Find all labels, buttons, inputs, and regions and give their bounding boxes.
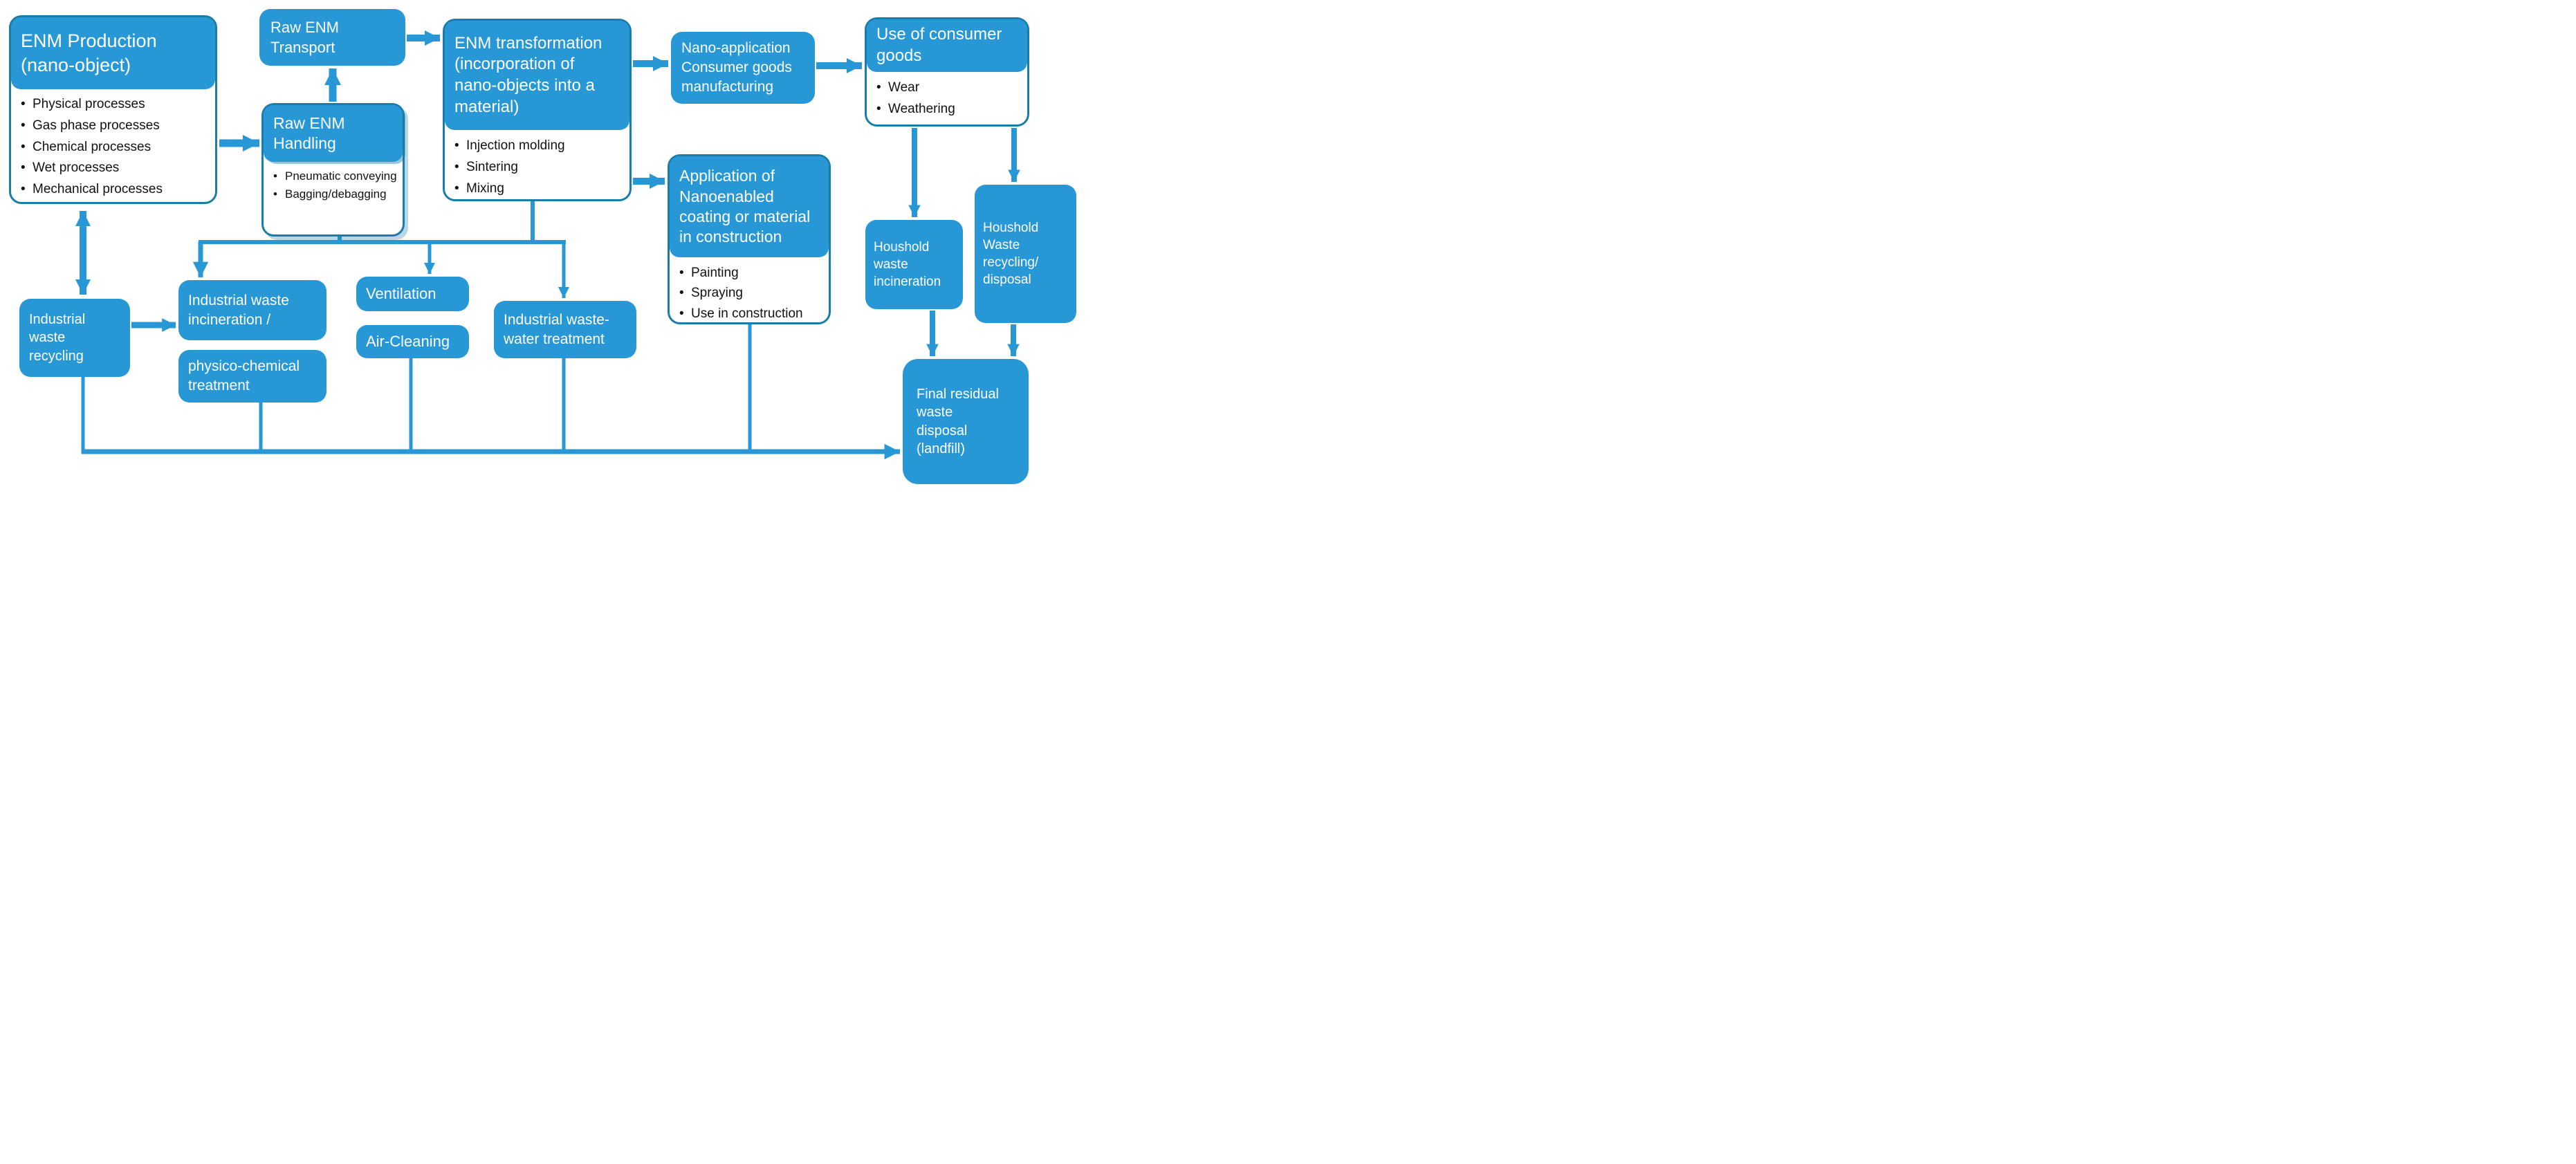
bullet-item: Gas phase processes: [19, 116, 210, 137]
node-nano-application-manufacturing: Nano-application Consumer goods manufact…: [671, 32, 815, 104]
node-raw-enm-handling-bullets: Pneumatic conveying Bagging/debagging: [264, 167, 403, 203]
bullet-item: Physical processes: [19, 94, 210, 116]
bullet-item: Painting: [678, 263, 823, 284]
bullet-item: Wet processes: [19, 158, 210, 179]
node-air-cleaning-title: Air-Cleaning: [366, 333, 450, 351]
node-raw-enm-handling: Raw ENM Handling Pneumatic conveying Bag…: [261, 103, 405, 237]
node-industrial-waste-recycling-title: Industrial waste recycling: [29, 311, 86, 364]
node-houshold-waste-incineration: Houshold waste incineration: [865, 220, 963, 309]
node-enm-production-bullets: Physical processes Gas phase processes C…: [11, 94, 215, 201]
node-houshold-recycling-title: Houshold Waste recycling/ disposal: [983, 220, 1039, 288]
node-physico-chemical-treatment: physico-chemical treatment: [178, 350, 326, 403]
node-enm-production-title: ENM Production (nano-object): [11, 17, 215, 89]
bullet-item: Weathering: [875, 99, 1022, 120]
node-enm-production: ENM Production (nano-object) Physical pr…: [9, 15, 217, 204]
node-houshold-waste-recycling-disposal: Houshold Waste recycling/ disposal: [975, 185, 1076, 323]
node-houshold-incineration-title: Houshold waste incineration: [874, 239, 941, 290]
node-ventilation-title: Ventilation: [366, 285, 436, 303]
node-raw-enm-transport-title: Raw ENM Transport: [270, 18, 340, 56]
node-air-cleaning: Air-Cleaning: [356, 325, 469, 358]
node-enm-transformation: ENM transformation (incorporation of nan…: [443, 19, 632, 201]
bullet-item: Use in construction: [678, 304, 823, 324]
bullet-item: Mechanical processes: [19, 179, 210, 201]
node-enm-transformation-bullets: Injection molding Sintering Mixing: [445, 136, 629, 199]
node-use-of-consumer-goods-title: Use of consumer goods: [867, 19, 1027, 72]
node-industrial-waste-incineration: Industrial waste incineration /: [178, 280, 326, 340]
node-waste-water-title: Industrial waste-water treatment: [504, 311, 609, 347]
node-application-nanoenabled-bullets: Painting Spraying Use in construction: [670, 263, 829, 324]
node-industrial-waste-recycling: Industrial waste recycling: [19, 299, 130, 377]
node-industrial-waste-incineration-title: Industrial waste incineration /: [188, 292, 289, 328]
node-use-of-consumer-goods: Use of consumer goods Wear Weathering: [865, 17, 1029, 127]
node-ventilation: Ventilation: [356, 277, 469, 311]
bullet-item: Chemical processes: [19, 137, 210, 158]
bullet-item: Injection molding: [453, 136, 624, 157]
bullet-item: Bagging/debagging: [272, 185, 397, 203]
node-final-residual-title: Final residual waste disposal (landfill): [917, 386, 999, 456]
node-use-of-consumer-goods-bullets: Wear Weathering: [867, 77, 1027, 120]
node-physico-chemical-title: physico-chemical treatment: [188, 358, 300, 394]
bullet-item: Wear: [875, 77, 1022, 99]
node-enm-transformation-title: ENM transformation (incorporation of nan…: [445, 21, 629, 130]
node-industrial-waste-water-treatment: Industrial waste-water treatment: [494, 301, 636, 358]
node-application-nanoenabled-title: Application of Nanoenabled coating or ma…: [670, 156, 829, 257]
node-raw-enm-transport: Raw ENM Transport: [259, 9, 405, 66]
bullet-item: Mixing: [453, 178, 624, 200]
node-raw-enm-handling-title: Raw ENM Handling: [264, 105, 403, 162]
bullet-item: Sintering: [453, 157, 624, 178]
connector-arrows-layer: [75, 30, 1020, 460]
bullet-item: Pneumatic conveying: [272, 167, 397, 185]
enm-lifecycle-flowchart: ENM Production (nano-object) Physical pr…: [0, 0, 1085, 490]
node-application-nanoenabled-construction: Application of Nanoenabled coating or ma…: [668, 154, 831, 324]
node-nano-application-title: Nano-application Consumer goods manufact…: [681, 40, 792, 95]
node-final-residual-waste-disposal: Final residual waste disposal (landfill): [903, 359, 1029, 484]
bullet-item: Spraying: [678, 283, 823, 304]
